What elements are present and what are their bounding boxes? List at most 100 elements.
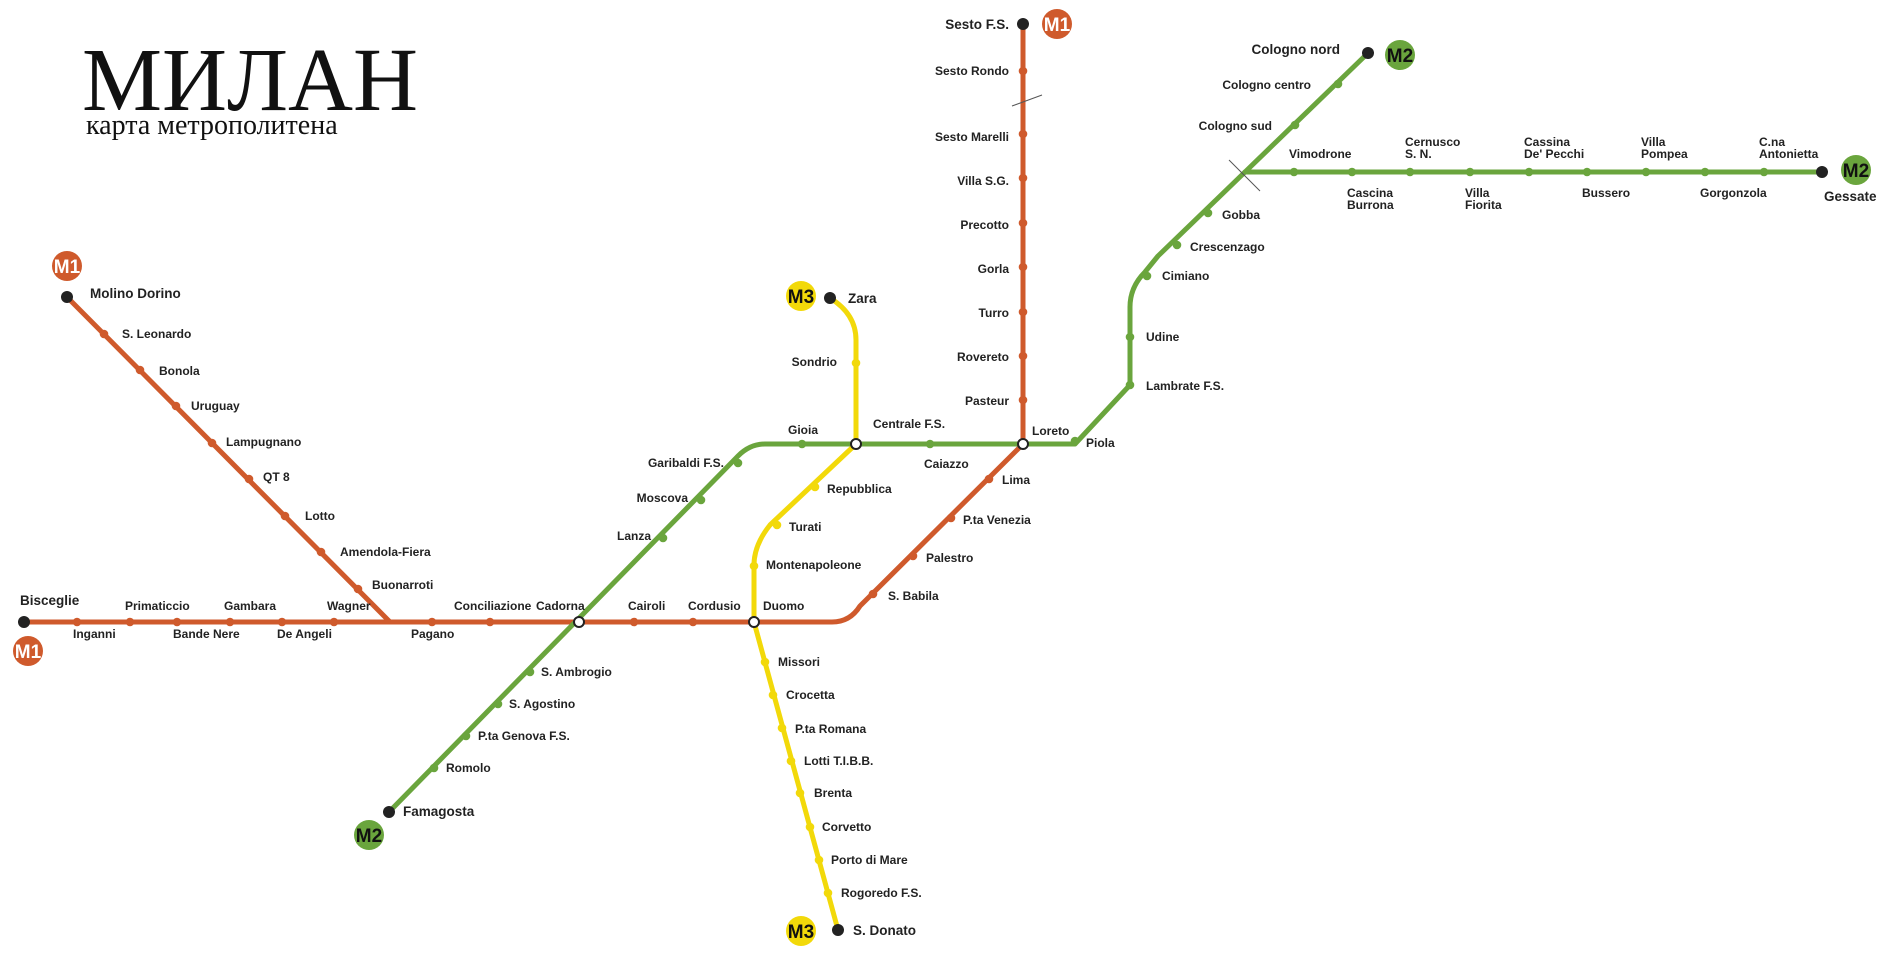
station-label-line: Villa [1641,135,1666,149]
station-marker [525,667,535,677]
station-label-cimiano: Cimiano [1162,269,1209,283]
station-label-cologno-nord: Cologno nord [1252,42,1340,57]
line-badge-m1: M1 [52,251,82,281]
station-label-molino-dorino: Molino Dorino [90,286,181,301]
station-marker [925,439,935,449]
line-badge-label: M2 [356,826,382,847]
station-terminus-marker [383,806,395,818]
station-label-line: Cassina [1524,135,1570,149]
station-marker [493,699,503,709]
station-label-porto-di-mare: Porto di Mare [831,853,908,867]
station-marker [629,617,639,627]
line-badge-label: M1 [15,642,42,663]
station-label-repubblica: Repubblica [827,482,892,496]
line-badge-m1: M1 [13,636,43,666]
station-label-de-angeli: De Angeli [277,627,332,641]
station-label-line: Cernusco [1405,135,1460,149]
station-marker [427,617,437,627]
station-marker [1172,240,1182,250]
station-terminus-marker [1816,166,1828,178]
station-marker [207,438,217,448]
station-marker [1290,120,1300,130]
line-badge-m2: M2 [354,820,384,850]
station-label-crocetta: Crocetta [786,688,835,702]
station-label-uruguay: Uruguay [191,399,240,413]
track-tick-mark [1011,94,1043,107]
station-label-bande-nere: Bande Nere [173,627,240,641]
station-marker [1700,167,1710,177]
station-marker [461,731,471,741]
station-label-s-agostino: S. Agostino [509,697,575,711]
station-label-centrale-fs: Centrale F.S. [873,417,945,431]
stations-layer [18,18,1828,936]
station-marker [225,617,235,627]
station-marker [946,513,956,523]
station-label-lambrate-fs: Lambrate F.S. [1146,379,1224,393]
station-label-line: De' Pecchi [1524,147,1584,161]
station-marker [171,401,181,411]
station-label-sondrio: Sondrio [792,355,837,369]
station-label-rovereto: Rovereto [957,350,1009,364]
station-marker [797,439,807,449]
line-badge-label: M2 [1387,46,1413,67]
map-title: МИЛАН [82,31,418,130]
station-marker [99,329,109,339]
station-label-rogoredo-fs: Rogoredo F.S. [841,886,922,900]
station-label-line: Fiorita [1465,198,1502,212]
station-interchange-marker [748,616,760,628]
station-label-pta-venezia: P.ta Venezia [963,513,1031,527]
station-label-montenapoleone: Montenapoleone [766,558,862,572]
station-label-amendola-fiera: Amendola-Fiera [340,545,431,559]
station-label-line: Pompea [1641,147,1688,161]
station-label-missori: Missori [778,655,820,669]
station-marker [1070,436,1080,446]
line-badge-m2: M2 [1841,155,1871,185]
station-marker [1524,167,1534,177]
station-marker [984,474,994,484]
station-marker [1018,129,1028,139]
station-label-s-babila: S. Babila [888,589,939,603]
station-label-wagner: Wagner [327,599,371,613]
station-marker [772,520,782,530]
station-label-brenta: Brenta [814,786,852,800]
map-subtitle: карта метрополитена [86,110,338,141]
station-marker [1641,167,1651,177]
station-interchange-marker [1017,438,1029,450]
station-label-turro: Turro [979,306,1009,320]
station-marker [429,763,439,773]
line-badge-circle [1042,9,1072,39]
station-marker [1289,167,1299,177]
station-label-sesto-marelli: Sesto Marelli [935,130,1009,144]
station-marker [316,547,326,557]
station-label-romolo: Romolo [446,761,491,775]
station-marker [485,617,495,627]
station-marker [1203,208,1213,218]
line-badge-circle [1841,155,1871,185]
station-label-conciliazione: Conciliazione [454,599,532,613]
station-marker [733,458,743,468]
station-marker [280,511,290,521]
station-label-udine: Udine [1146,330,1180,344]
station-marker [868,589,878,599]
line-badge-m2: M2 [1385,40,1415,70]
station-marker [329,617,339,627]
station-marker [786,756,796,766]
station-label-famagosta: Famagosta [403,804,475,819]
track-tick-mark [1228,159,1261,192]
station-label-cologno-sud: Cologno sud [1199,119,1272,133]
station-marker [1582,167,1592,177]
station-label-s-leonardo: S. Leonardo [122,327,191,341]
station-marker [795,788,805,798]
line-badge-circle [786,916,816,946]
station-marker [1018,351,1028,361]
station-label-qt8: QT 8 [263,470,290,484]
station-label-cairoli: Cairoli [628,599,665,613]
line-badge-label: M1 [54,257,81,278]
station-label-line: S. N. [1405,147,1432,161]
station-label-lanza: Lanza [617,529,651,543]
station-marker [1347,167,1357,177]
station-marker [1018,262,1028,272]
